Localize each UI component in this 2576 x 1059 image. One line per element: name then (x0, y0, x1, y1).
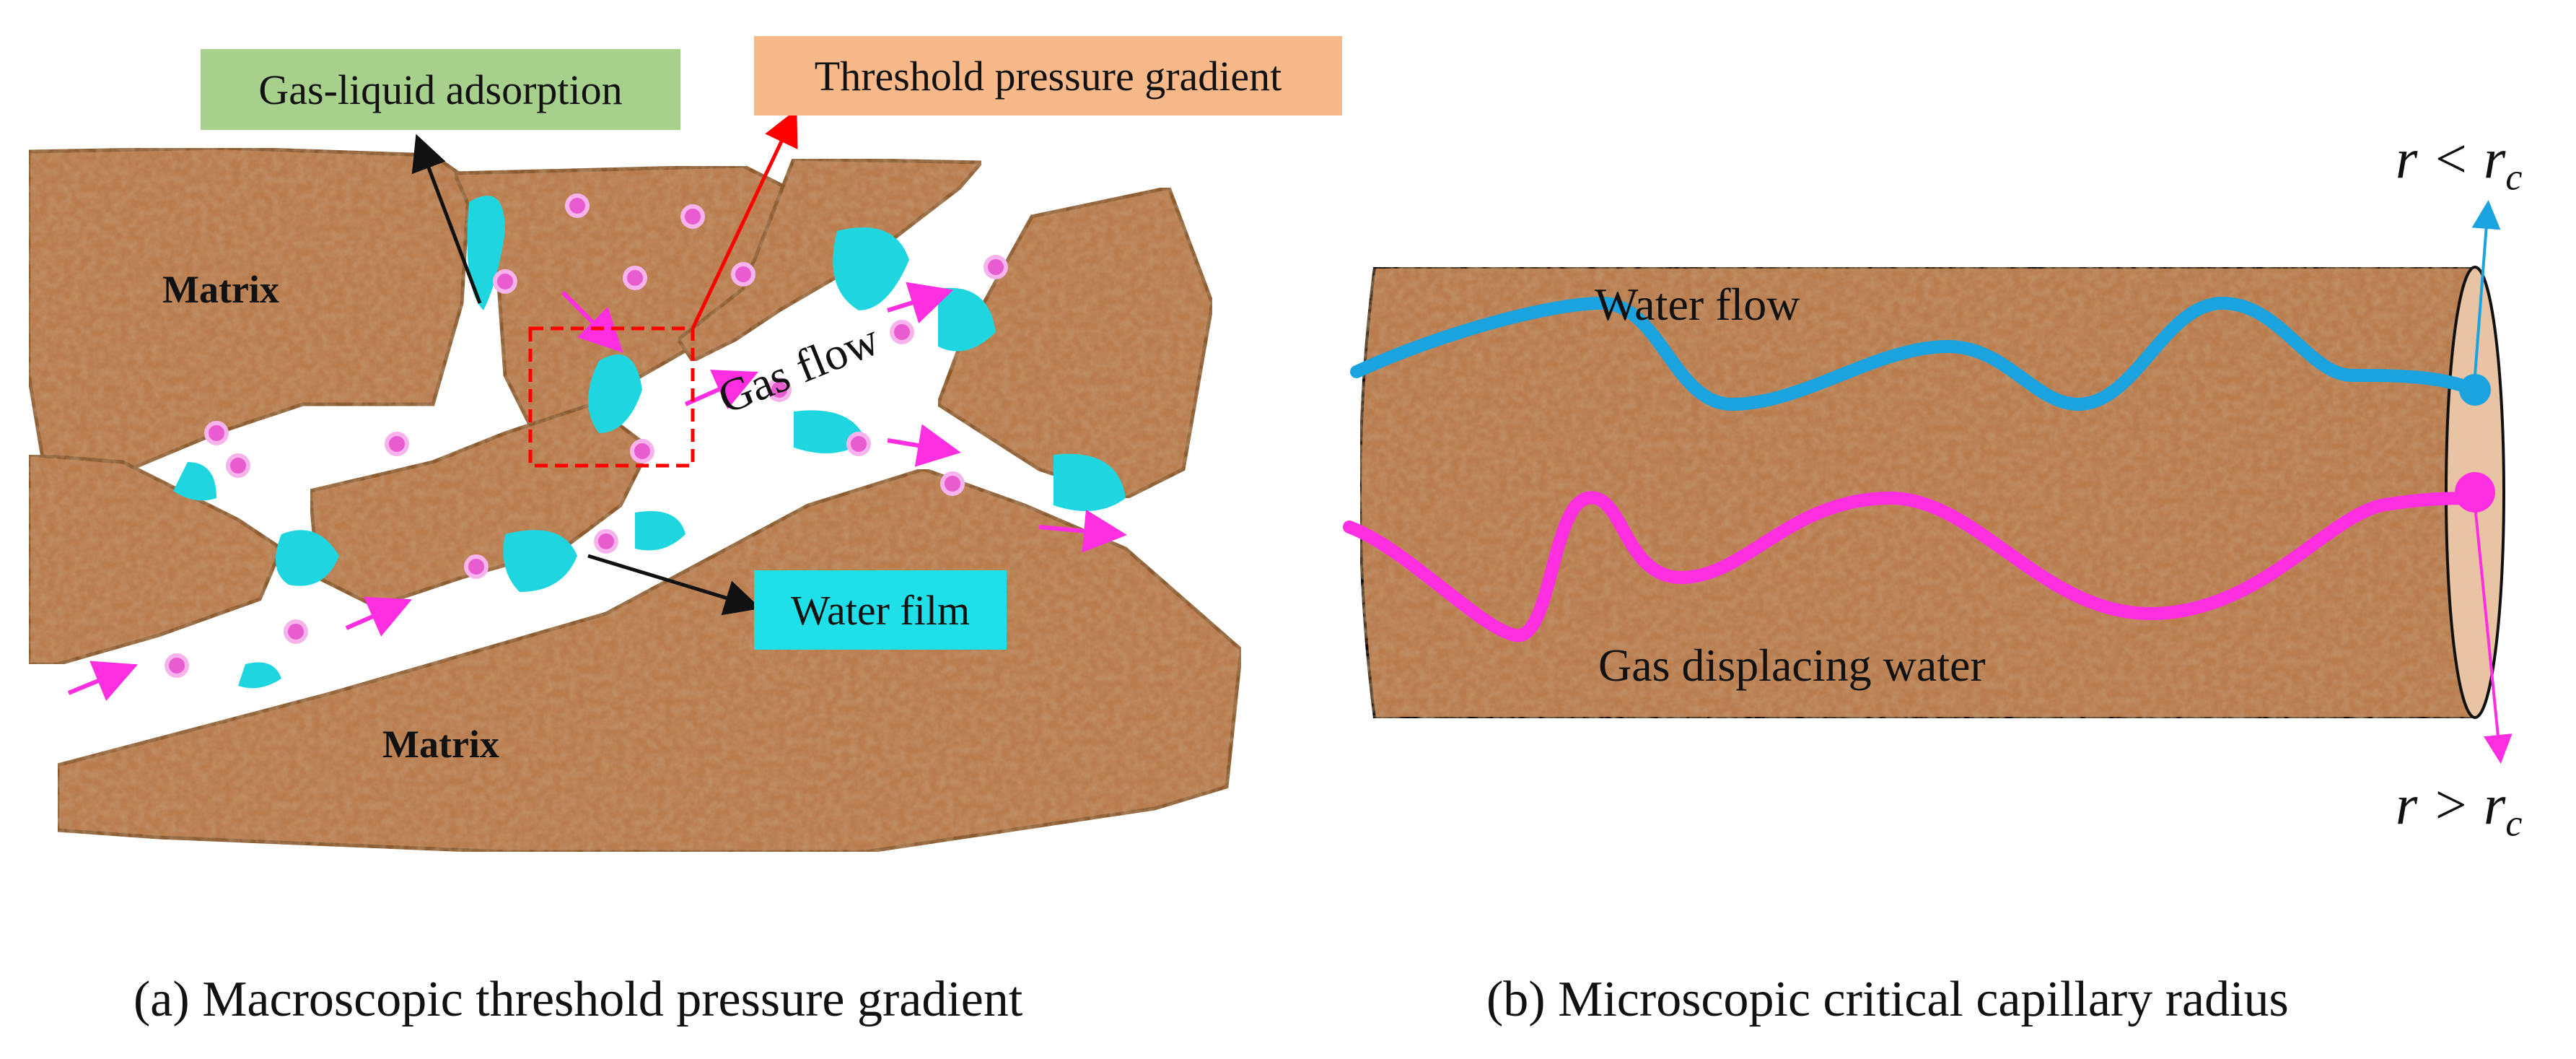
rock-center-tongue (308, 402, 652, 609)
threshold-highlight-box (528, 326, 695, 468)
water-film-3 (833, 227, 909, 310)
water-flow-endpoint (2459, 374, 2491, 406)
caption-a: (a) Macroscopic threshold pressure gradi… (133, 972, 1023, 1027)
water-film-6 (173, 462, 216, 501)
radius-arrow-small (2471, 200, 2501, 376)
water-film-8 (503, 530, 577, 592)
gas-bubble (680, 204, 705, 229)
panel-b-scene (1343, 200, 2513, 764)
gas-bubble (623, 266, 647, 290)
radius-arrow-large (2474, 505, 2513, 764)
threshold-pressure-gradient-label: Threshold pressure gradient (754, 36, 1342, 116)
r-less-text: r < r (2396, 127, 2506, 190)
rock-lower-main (56, 467, 1243, 854)
water-film-2 (588, 354, 642, 433)
water-film-9 (635, 511, 685, 551)
gas-displacing-line (1343, 491, 2481, 642)
matrix-lower-label: Matrix (382, 723, 499, 766)
flow-arrow (887, 282, 954, 323)
rock-left-middle (27, 453, 284, 666)
rock-upper-right (675, 157, 986, 364)
r-less-than-rc: r < rc (2396, 126, 2522, 199)
gas-bubble (226, 453, 250, 478)
gas-bubble (165, 653, 189, 678)
water-flow-line (1350, 296, 2481, 411)
water-film-7 (276, 530, 339, 586)
caption-b: (b) Microscopic critical capillary radiu… (1486, 972, 2289, 1027)
pointer-gas-liquid (411, 134, 482, 304)
r-greater-text: r > r (2396, 773, 2506, 836)
pointer-water-film (587, 554, 761, 616)
water-film-label: Water film (754, 570, 1007, 650)
flow-arrow (561, 290, 623, 353)
gas-bubble (464, 554, 489, 579)
gas-bubble (594, 529, 618, 554)
gas-flow-arrows (67, 282, 1127, 702)
flow-arrow (1038, 509, 1127, 553)
water-film-1 (467, 196, 505, 310)
rc-subscript: c (2505, 803, 2523, 845)
water-flow-label: Water flow (1595, 279, 1800, 330)
flow-arrow (67, 661, 139, 702)
water-films (173, 196, 1126, 689)
panel-a-scene (27, 108, 1243, 854)
flow-arrow (684, 370, 758, 409)
flow-arrow (887, 424, 961, 467)
gas-bubble (284, 619, 308, 644)
gas-bubble (565, 193, 590, 218)
water-film-10 (238, 662, 281, 689)
rock-upper-left (27, 146, 471, 471)
gas-bubble (767, 378, 792, 402)
gas-displacing-endpoint (2455, 472, 2495, 513)
rc-subscript: c (2505, 157, 2523, 199)
water-film-5 (1053, 453, 1126, 511)
gas-bubble (983, 255, 1008, 279)
gas-bubble (493, 269, 517, 294)
matrix-upper-label: Matrix (162, 268, 279, 311)
gas-bubble (846, 432, 871, 456)
gas-liquid-adsorption-label: Gas-liquid adsorption (201, 49, 680, 130)
gas-bubble (385, 432, 409, 456)
r-greater-than-rc: r > rc (2396, 772, 2522, 845)
gas-bubble (204, 421, 229, 445)
gas-bubble (630, 439, 654, 463)
gas-bubble (731, 262, 755, 287)
gas-displacing-water-label: Gas displacing water (1598, 640, 1986, 691)
pointer-threshold (691, 108, 798, 330)
flow-arrow (345, 596, 412, 637)
gas-bubbles (165, 193, 1008, 678)
gas-bubble (940, 471, 965, 496)
gas-bubble (890, 320, 914, 344)
